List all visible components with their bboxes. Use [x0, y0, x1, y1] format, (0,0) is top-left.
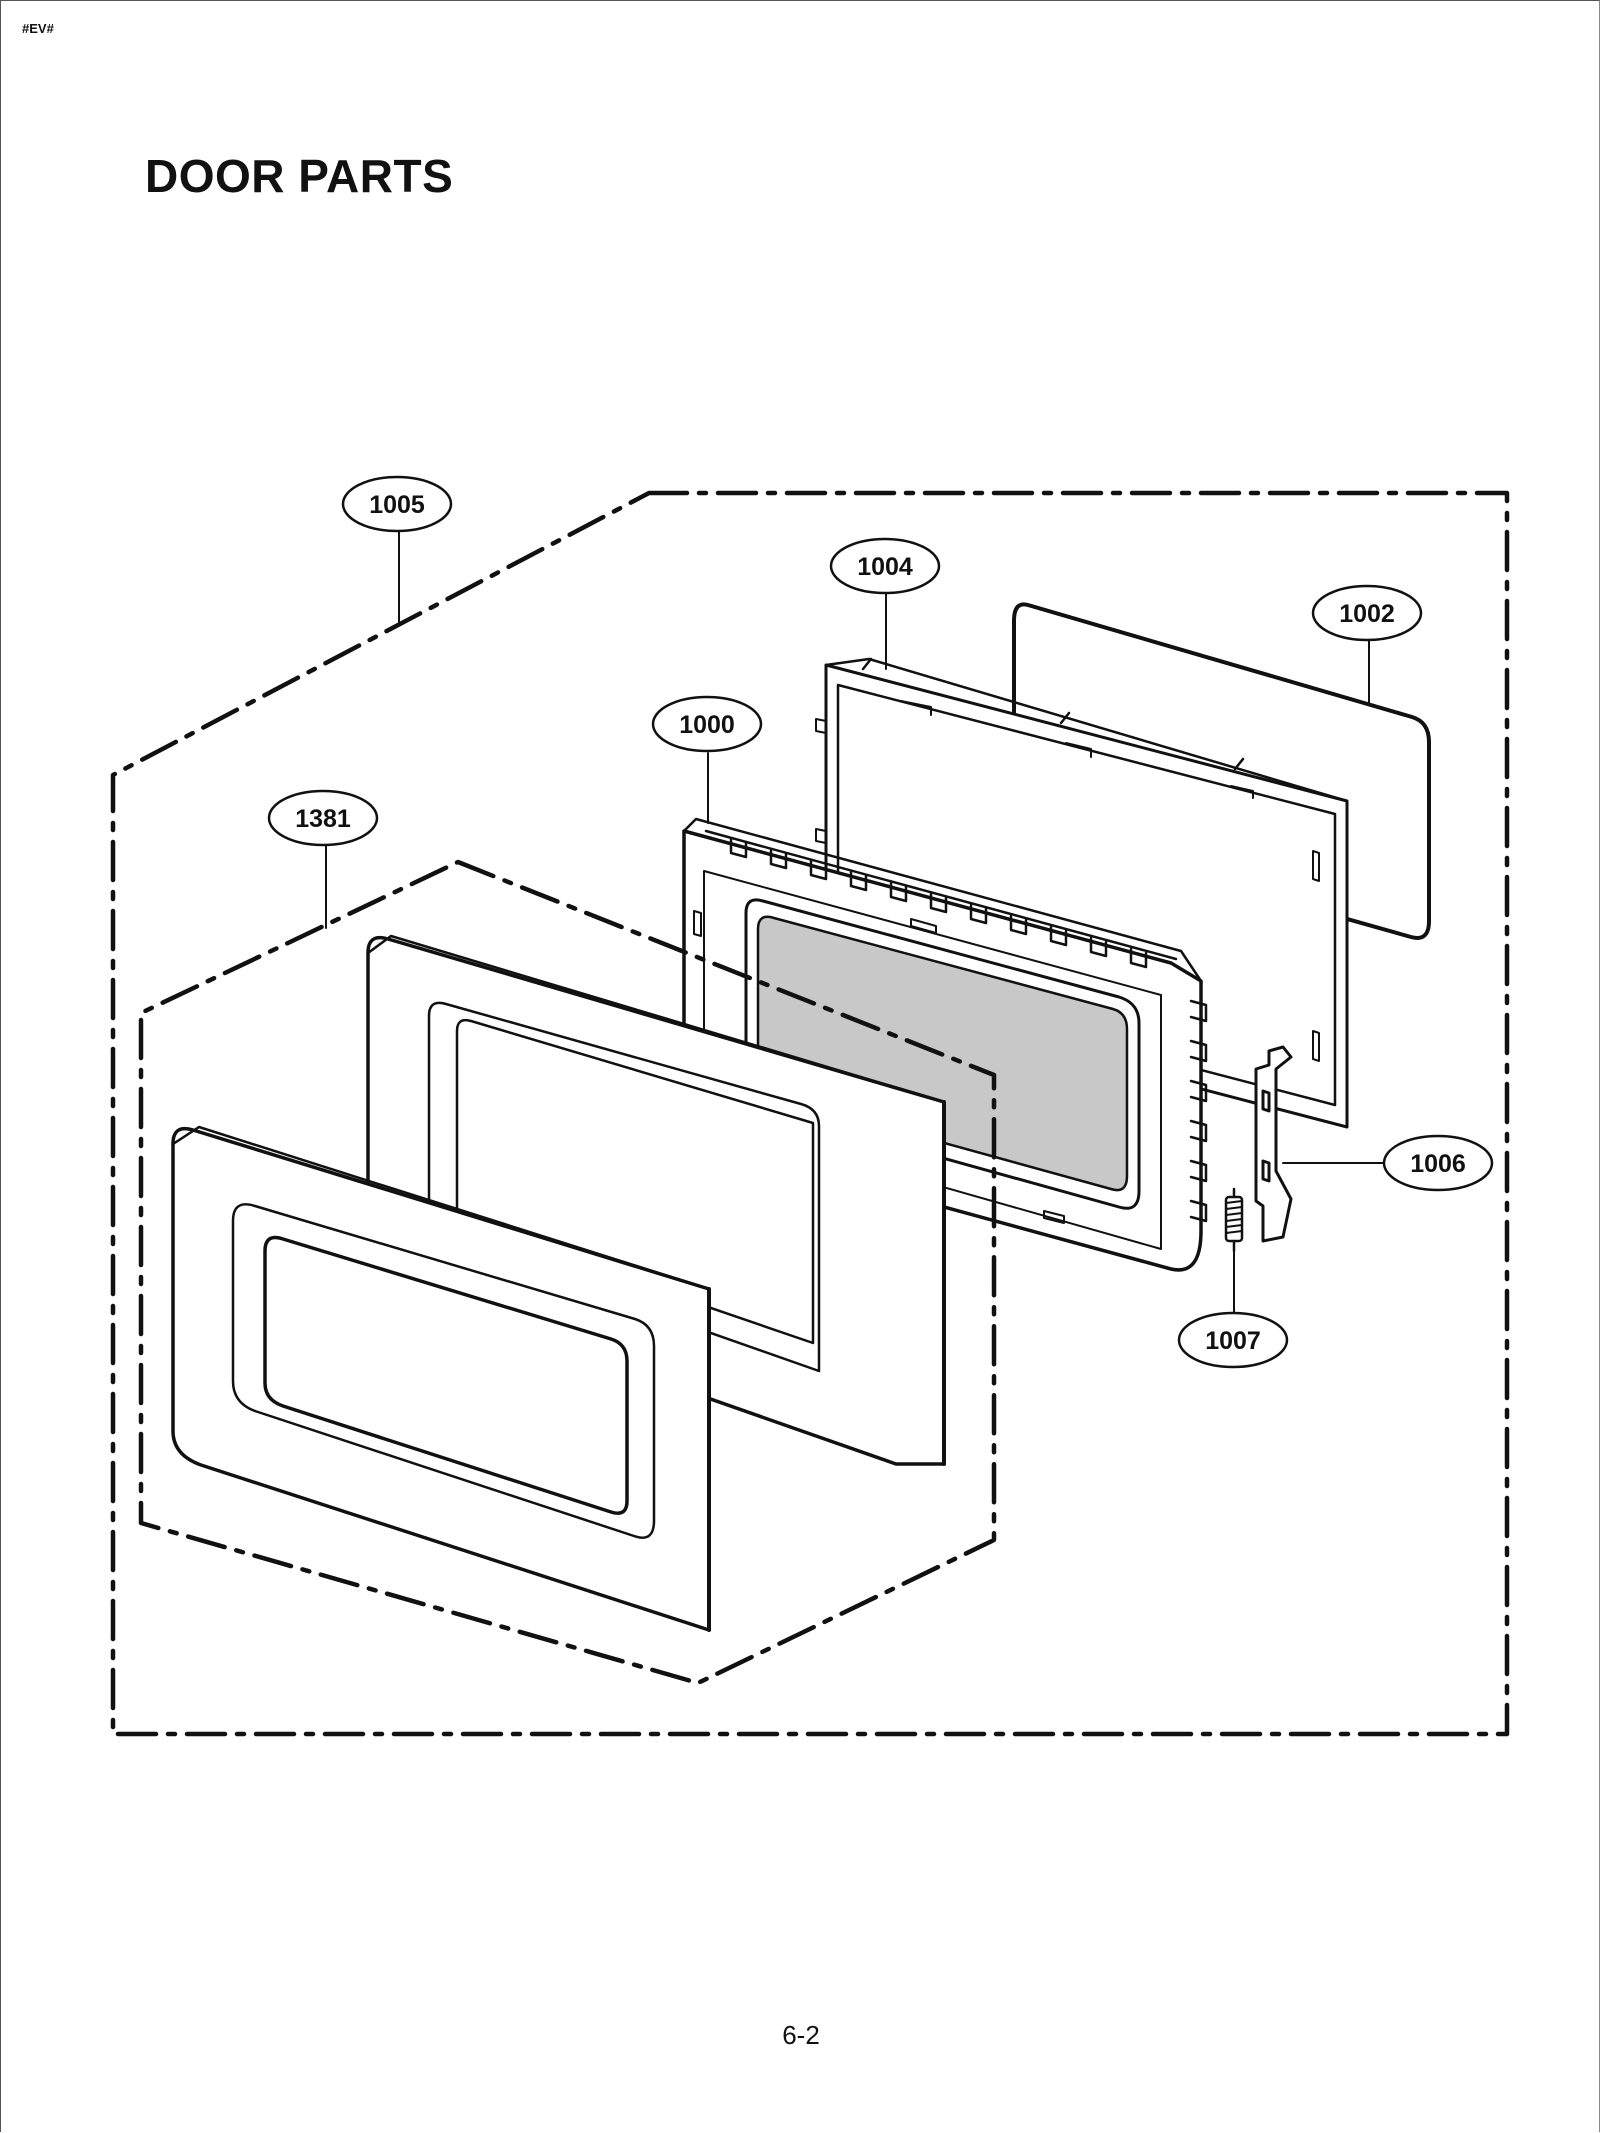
callout-1000: 1000 [651, 695, 763, 753]
callout-label-1006: 1006 [1410, 1150, 1466, 1178]
callout-1006: 1006 [1382, 1134, 1494, 1192]
callout-label-1381: 1381 [295, 805, 351, 833]
page-tag: #EV# [22, 21, 54, 36]
callout-1381: 1381 [267, 789, 379, 847]
callout-label-1004: 1004 [857, 553, 913, 581]
latch-spring-1007 [1224, 1187, 1244, 1253]
callout-label-1005: 1005 [369, 491, 425, 519]
leader-lines [325, 531, 1385, 1320]
latch-hook-1006 [1254, 1045, 1293, 1243]
callout-1007: 1007 [1177, 1311, 1289, 1369]
assembly-boundary-1005 [110, 490, 1510, 1737]
callout-1005: 1005 [341, 475, 453, 533]
page-title: DOOR PARTS [145, 150, 454, 202]
callout-label-1002: 1002 [1339, 600, 1395, 628]
callout-label-1007: 1007 [1205, 1327, 1261, 1355]
page-number: 6-2 [782, 2020, 820, 2050]
callout-1002: 1002 [1311, 584, 1423, 642]
choke-front [171, 1125, 711, 1632]
callout-label-1000: 1000 [679, 711, 735, 739]
choke-rear [366, 934, 946, 1466]
callout-1004: 1004 [829, 537, 941, 595]
assembly-boundary-1381 [138, 859, 997, 1686]
